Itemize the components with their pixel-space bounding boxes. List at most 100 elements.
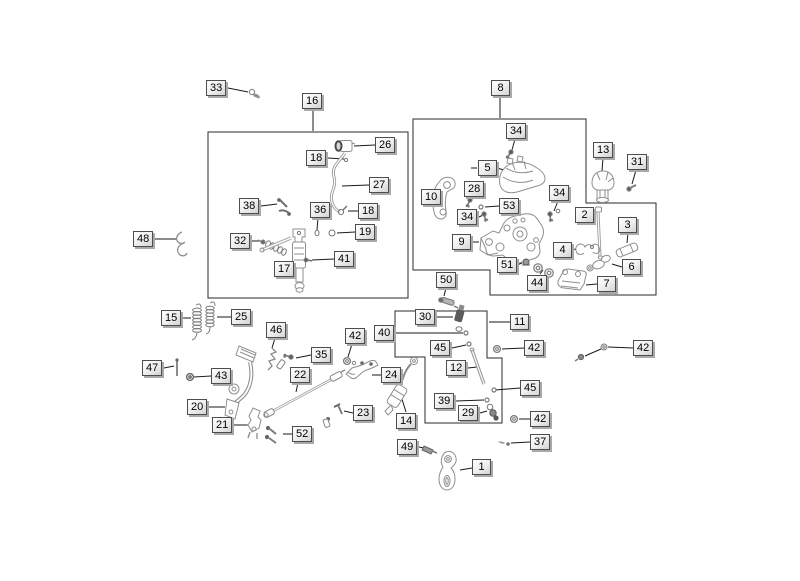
callout-34b[interactable]: 34	[457, 209, 478, 225]
callout-5[interactable]: 5	[478, 160, 497, 176]
part-25-spring	[205, 301, 216, 335]
callout-10[interactable]: 10	[421, 189, 442, 205]
part-26-cap	[334, 140, 356, 152]
part-52-screws	[264, 425, 277, 444]
part-9-caliper-body	[479, 213, 544, 264]
part-21-bracket	[247, 407, 262, 439]
callout-26[interactable]: 26	[375, 137, 396, 153]
part-6-bushings	[586, 254, 611, 272]
part-13-cap	[591, 170, 615, 203]
part-20-pedal	[224, 345, 257, 420]
callout-13[interactable]: 13	[593, 142, 614, 158]
part-53-washer	[478, 204, 484, 210]
part-27-hose	[329, 152, 347, 214]
part-2-rod	[595, 206, 604, 260]
part-36-ring	[314, 229, 320, 237]
part-12-rod	[469, 347, 486, 385]
callout-34c[interactable]: 34	[549, 185, 570, 201]
callout-28[interactable]: 28	[464, 181, 485, 197]
callout-24[interactable]: 24	[381, 367, 402, 383]
part-1-bracket	[438, 450, 457, 491]
callout-6[interactable]: 6	[622, 259, 641, 275]
part-3-sleeve	[615, 242, 639, 258]
assembly-box-8	[412, 118, 657, 296]
callout-2[interactable]: 2	[575, 207, 594, 223]
part-42-screw-set	[574, 343, 608, 362]
callout-12[interactable]: 12	[446, 360, 467, 376]
callout-35[interactable]: 35	[311, 347, 332, 363]
callout-39[interactable]: 39	[434, 393, 455, 409]
callout-43[interactable]: 43	[211, 368, 232, 384]
part-17-master-cylinder	[259, 228, 306, 293]
part-5-cover	[499, 155, 546, 194]
callout-42b[interactable]: 42	[524, 340, 545, 356]
callout-46[interactable]: 46	[266, 322, 287, 338]
callout-50[interactable]: 50	[436, 272, 457, 288]
callout-31[interactable]: 31	[627, 154, 648, 170]
part-23-bolt	[322, 403, 343, 428]
callout-17[interactable]: 17	[274, 261, 295, 277]
callout-48[interactable]: 48	[133, 231, 154, 247]
callout-45b[interactable]: 45	[520, 380, 541, 396]
callout-7[interactable]: 7	[597, 276, 616, 292]
callout-15[interactable]: 15	[161, 310, 182, 326]
callout-11[interactable]: 11	[510, 314, 530, 330]
assembly-box-outlines	[207, 118, 657, 424]
part-40-seat	[463, 330, 469, 336]
part-39-washer	[484, 397, 490, 403]
callout-27[interactable]: 27	[369, 177, 390, 193]
part-28-bolt	[463, 196, 476, 209]
part-51-nut	[522, 258, 530, 266]
callout-25[interactable]: 25	[231, 309, 252, 325]
callout-18a[interactable]: 18	[306, 150, 327, 166]
callout-32[interactable]: 32	[230, 233, 251, 249]
callout-45a[interactable]: 45	[430, 340, 451, 356]
part-42-nut-left	[342, 356, 357, 366]
callout-8[interactable]: 8	[491, 80, 510, 96]
part-42-nut-upper	[492, 344, 502, 354]
callout-4[interactable]: 4	[553, 242, 572, 258]
part-31-screw	[626, 184, 637, 192]
callout-47[interactable]: 47	[142, 360, 163, 376]
part-48-hook-bracket	[175, 231, 188, 257]
callout-9[interactable]: 9	[452, 234, 471, 250]
callout-18b[interactable]: 18	[358, 203, 379, 219]
callout-23[interactable]: 23	[353, 405, 374, 421]
part-7-bracket	[557, 268, 587, 291]
callout-49[interactable]: 49	[397, 439, 418, 455]
part-29-stack	[486, 403, 499, 421]
part-45-washer-upper	[466, 341, 472, 347]
callout-14[interactable]: 14	[396, 413, 417, 429]
callout-38[interactable]: 38	[239, 198, 260, 214]
callout-41[interactable]: 41	[334, 251, 355, 267]
callout-33[interactable]: 33	[206, 80, 227, 96]
callout-42d[interactable]: 42	[530, 411, 551, 427]
part-19-ring	[328, 229, 336, 237]
callout-36[interactable]: 36	[310, 202, 331, 218]
callout-53[interactable]: 53	[499, 198, 520, 214]
callout-16[interactable]: 16	[302, 93, 323, 109]
callout-40[interactable]: 40	[374, 325, 395, 341]
callout-42a[interactable]: 42	[345, 328, 366, 344]
callout-51[interactable]: 51	[497, 257, 518, 273]
callout-1[interactable]: 1	[472, 459, 491, 475]
callout-29[interactable]: 29	[458, 405, 479, 421]
callout-52[interactable]: 52	[292, 426, 313, 442]
part-18-washer-top	[343, 157, 349, 163]
callout-20[interactable]: 20	[187, 399, 208, 415]
callout-34a[interactable]: 34	[506, 123, 527, 139]
callout-37[interactable]: 37	[530, 434, 551, 450]
callout-30[interactable]: 30	[415, 309, 436, 325]
part-30-valve	[454, 304, 465, 332]
assembly-box-16	[207, 131, 409, 299]
callout-3[interactable]: 3	[618, 217, 637, 233]
callout-21[interactable]: 21	[212, 417, 233, 433]
callout-44[interactable]: 44	[527, 275, 548, 291]
callout-19[interactable]: 19	[355, 224, 376, 240]
part-34-bolt-right	[543, 208, 561, 224]
callout-22[interactable]: 22	[290, 367, 311, 383]
part-22-rod-link	[263, 369, 346, 418]
callout-42c[interactable]: 42	[633, 340, 654, 356]
